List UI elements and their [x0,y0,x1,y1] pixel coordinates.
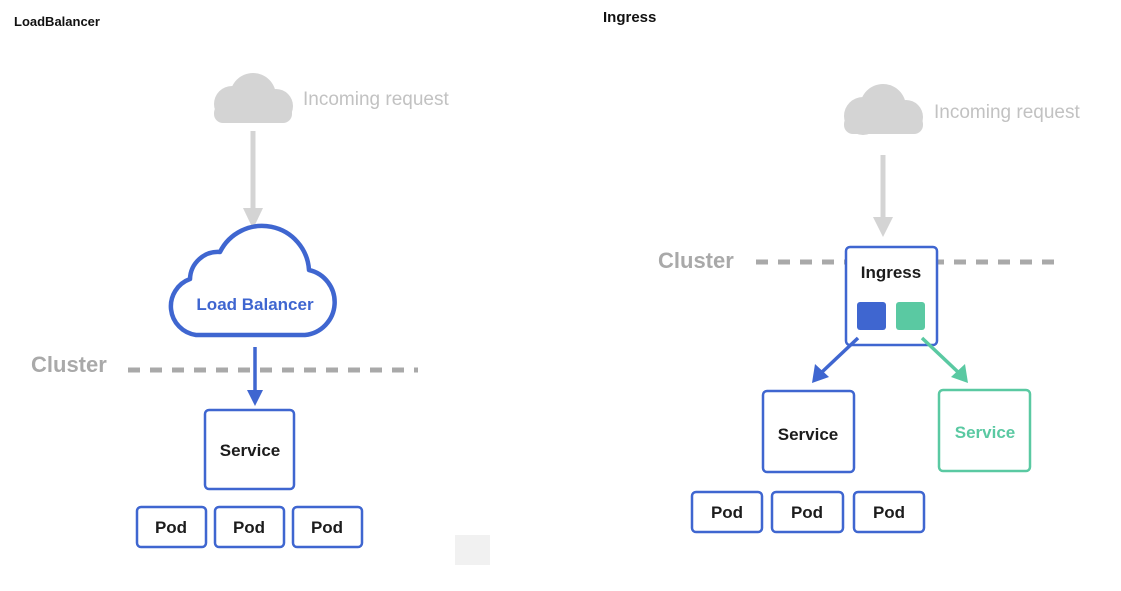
left-incoming-label: Incoming request [303,89,449,110]
right-pod-box [770,490,845,534]
right-service-green-box [937,388,1032,473]
right-cluster-label: Cluster [658,248,734,273]
ingress-to-blue-service-arrow [812,336,860,383]
loadbalancer-diagram: Incoming request Load Balancer Cluster S… [31,73,490,565]
left-pod-label: Pod [311,518,343,537]
left-pod-label: Pod [233,518,265,537]
right-incoming-arrow [873,155,893,237]
loadbalancer-panel-title: LoadBalancer [14,14,100,29]
right-service-blue-label: Service [778,425,839,444]
ingress-label: Ingress [861,263,921,282]
left-pod-label: Pod [155,518,187,537]
left-cluster-label: Cluster [31,352,107,377]
left-service-label: Service [220,441,281,460]
load-balancer-cloud-icon [168,223,337,338]
ingress-diagram: Incoming request Cluster Ingress Service… [658,84,1080,534]
ingress-panel-title: Ingress [603,9,657,26]
ingress-to-green-service-arrow [920,336,968,383]
right-pod-label: Pod [711,503,743,522]
ingress-rule-green-square [896,302,925,330]
left-lb-to-service-arrow [247,347,263,406]
left-image-edge [455,535,490,565]
right-pod-label: Pod [791,503,823,522]
right-service-blue-box [761,389,856,474]
left-pod-box [291,505,364,549]
left-pod-box [213,505,286,549]
right-pod-box [852,490,926,534]
left-incoming-cloud-icon [214,73,293,123]
right-incoming-cloud-icon [844,84,923,135]
right-pod-label: Pod [873,503,905,522]
left-incoming-arrow [243,131,263,229]
ingress-box [844,245,939,347]
right-incoming-label: Incoming request [934,102,1080,123]
right-pod-box [690,490,764,534]
right-service-green-label: Service [955,423,1016,442]
ingress-rule-blue-square [857,302,886,330]
left-pod-box [135,505,208,549]
load-balancer-label: Load Balancer [196,295,314,314]
left-service-box [203,408,296,491]
